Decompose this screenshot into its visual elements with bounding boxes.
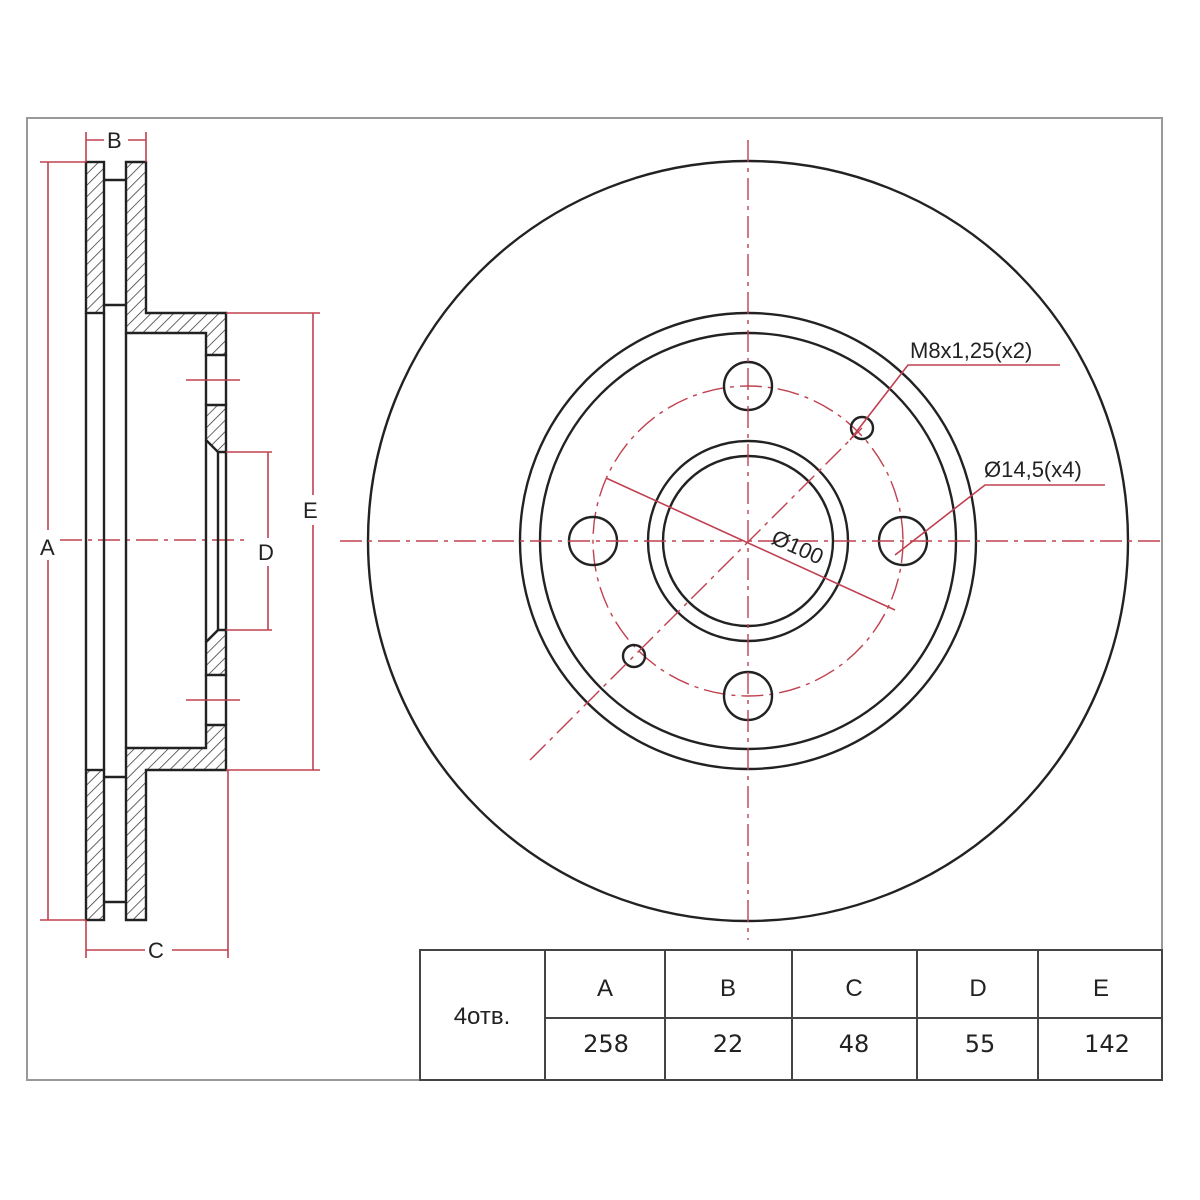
outer-plate-bottom — [84, 768, 106, 922]
inner-plate-hat-bottom — [124, 723, 228, 922]
table-header-b: B — [720, 975, 736, 1002]
table-value-e: 142 — [1084, 1030, 1130, 1058]
table-value-b: 22 — [713, 1030, 744, 1058]
outer-plate-top — [84, 160, 106, 315]
dimension-d: D — [226, 451, 274, 631]
dimension-a: A — [40, 161, 86, 921]
table-header-e: E — [1093, 975, 1109, 1002]
thread-callout: M8x1,25(x2) — [910, 338, 1032, 363]
thread-leader — [849, 364, 1060, 441]
diagonal-centerline — [529, 427, 863, 761]
threaded-hole — [849, 415, 875, 441]
pcd-callout: Ø100 — [768, 525, 827, 570]
table-header-d: D — [969, 975, 986, 1002]
inner-plate-hat-top — [124, 160, 228, 357]
table-value-d: 55 — [965, 1030, 996, 1058]
dimension-label-d: D — [258, 540, 274, 565]
dimension-e: E — [226, 312, 320, 771]
table-header-c: C — [845, 975, 862, 1002]
hole-leader — [894, 484, 1105, 556]
table-value-a: 258 — [583, 1030, 629, 1058]
threaded-hole — [621, 643, 647, 669]
dimension-label-b: B — [107, 128, 122, 153]
dimension-label-a: A — [40, 535, 55, 560]
hat-wall-lower — [204, 628, 228, 677]
pcd-leader — [605, 477, 896, 611]
dimension-label-e: E — [303, 498, 318, 523]
dimension-b: B — [85, 128, 147, 162]
table-header-a: A — [597, 975, 613, 1002]
table-row-label: 4отв. — [454, 1003, 511, 1030]
section-view: A B C D E — [40, 128, 320, 963]
hat-wall-upper — [204, 403, 228, 454]
hole-callout: Ø14,5(x4) — [984, 457, 1082, 482]
table-value-c: 48 — [839, 1030, 870, 1058]
front-view: M8x1,25(x2) Ø14,5(x4) Ø100 — [340, 140, 1160, 940]
dimension-table: 4отв. A B C D E 258 22 48 55 142 — [419, 949, 1163, 1081]
dimension-c: C — [85, 770, 229, 963]
drawing-frame — [26, 117, 1163, 1081]
dimension-label-c: C — [148, 938, 164, 963]
